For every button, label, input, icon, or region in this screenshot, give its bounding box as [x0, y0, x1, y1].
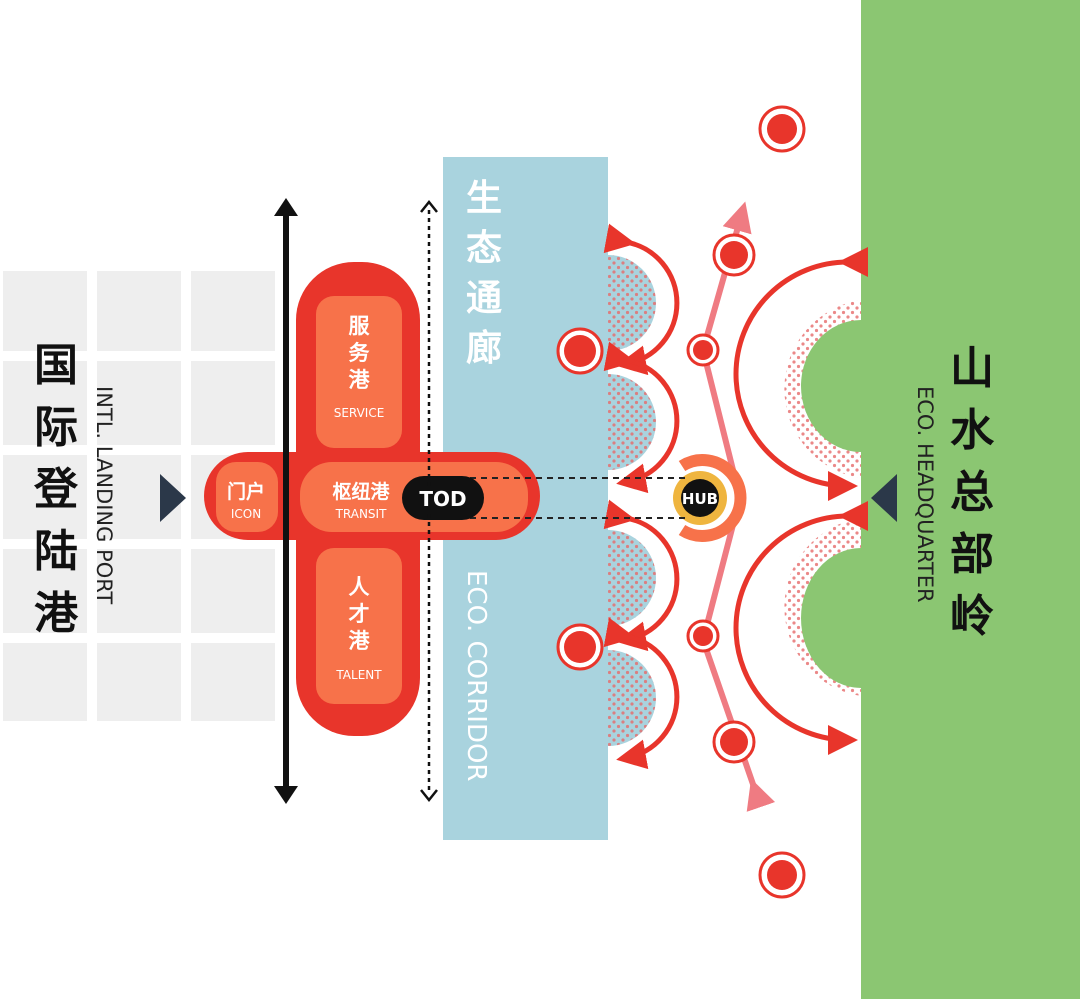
svg-text:态: 态: [466, 228, 502, 269]
svg-text:水: 水: [950, 405, 995, 456]
left-entry-arrow-icon: [160, 474, 186, 522]
landing-port-subtitle: INTL. LANDING PORT: [92, 386, 116, 604]
corridor-title: 生 态 通 廊: [466, 178, 502, 369]
hub-node: [673, 454, 747, 542]
tod-hub-connectors: [470, 477, 690, 519]
service-block: [316, 296, 402, 448]
svg-text:通: 通: [466, 278, 502, 319]
svg-text:登: 登: [33, 464, 79, 515]
node-circle: [758, 851, 806, 899]
headquarter-subtitle: ECO. HEADQUARTER: [913, 386, 937, 603]
svg-text:总: 总: [950, 467, 994, 518]
node-circle: [556, 623, 604, 671]
icon-label: 门户 ICON: [227, 480, 265, 521]
talent-block: [316, 548, 402, 704]
headquarter-mounds: [784, 300, 861, 696]
svg-text:服: 服: [349, 314, 371, 338]
node-circles: [556, 105, 806, 899]
svg-text:ICON: ICON: [231, 507, 261, 521]
node-circle: [712, 720, 756, 764]
svg-text:廊: 廊: [466, 328, 502, 369]
landing-port-title: 国 际 登 陆 港: [33, 340, 79, 639]
svg-text:岭: 岭: [950, 591, 994, 642]
node-circle: [686, 619, 720, 653]
solid-axis-arrow: [274, 198, 298, 804]
svg-text:TALENT: TALENT: [335, 668, 382, 682]
corridor-nodes: [608, 255, 656, 746]
right-entry-arrow-icon: [871, 474, 897, 522]
node-circle: [686, 333, 720, 367]
svg-text:枢纽港: 枢纽港: [332, 480, 390, 503]
corridor-subtitle: ECO. CORRIDOR: [461, 570, 491, 782]
tod-badge: [402, 476, 484, 520]
svg-text:TRANSIT: TRANSIT: [335, 507, 388, 521]
node-circle: [712, 233, 756, 277]
small-arcs: [603, 223, 680, 770]
svg-text:港: 港: [349, 368, 371, 392]
talent-label: 人 才 港 TALENT: [335, 575, 382, 682]
svg-text:国: 国: [34, 340, 78, 391]
svg-text:生: 生: [466, 178, 502, 219]
svg-text:才: 才: [349, 602, 370, 626]
icon-block: [216, 462, 278, 532]
svg-text:人: 人: [349, 575, 370, 599]
node-circle: [758, 105, 806, 153]
svg-text:务: 务: [349, 341, 371, 365]
svg-text:SERVICE: SERVICE: [334, 406, 385, 420]
svg-text:港: 港: [349, 629, 371, 653]
svg-text:山: 山: [950, 343, 994, 394]
service-label: 服 务 港 SERVICE: [334, 314, 385, 420]
hub-label: HUB: [682, 490, 718, 508]
headquarter-title: 山 水 总 部 岭: [950, 343, 995, 642]
svg-text:陆: 陆: [34, 526, 78, 577]
svg-text:港: 港: [34, 588, 79, 639]
transit-label: 枢纽港 TRANSIT: [332, 480, 390, 521]
svg-text:部: 部: [950, 529, 994, 580]
dotted-axis-arrow: [420, 199, 438, 803]
eco-headquarter-zone: [861, 0, 1080, 999]
svg-text:际: 际: [34, 402, 78, 453]
node-circle: [556, 327, 604, 375]
svg-text:门户: 门户: [227, 480, 265, 503]
tod-label: TOD: [419, 487, 466, 511]
